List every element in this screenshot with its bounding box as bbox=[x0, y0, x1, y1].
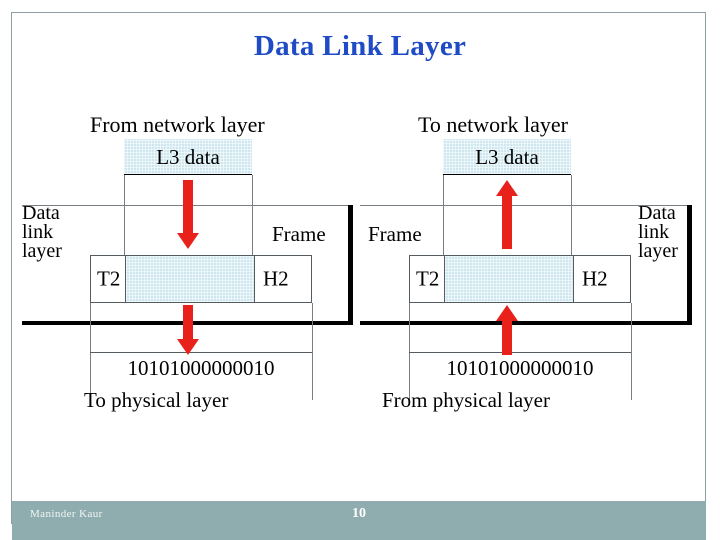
left-layer-bracket-vertical bbox=[348, 205, 353, 325]
footer-author: Maninder Kaur bbox=[30, 508, 103, 520]
left-lower-guide-left bbox=[90, 303, 91, 400]
left-trailer-tag: T2 bbox=[97, 266, 121, 291]
right-frame-label: Frame bbox=[368, 222, 422, 246]
footer-bar bbox=[12, 501, 706, 540]
right-guide-left bbox=[443, 175, 444, 261]
left-arrow-down-upper bbox=[177, 180, 199, 249]
page-number: 10 bbox=[352, 506, 366, 521]
right-bottom-caption: From physical layer bbox=[382, 388, 550, 412]
left-top-caption: From network layer bbox=[90, 112, 265, 137]
right-arrow-up-lower bbox=[496, 305, 518, 355]
right-frame-payload bbox=[444, 256, 574, 302]
right-layer-bracket-bottom bbox=[360, 321, 692, 325]
left-bottom-caption: To physical layer bbox=[84, 388, 229, 412]
left-bit-string: 10101000000010 bbox=[90, 352, 312, 384]
left-layer-label: Data link layer bbox=[22, 202, 62, 262]
left-frame-payload bbox=[125, 256, 255, 302]
left-guide-left bbox=[124, 175, 125, 261]
left-arrow-down-lower bbox=[177, 305, 199, 355]
sending-side-diagram: From network layer L3 data Data link lay… bbox=[12, 100, 362, 430]
right-layer-bracket-vertical bbox=[687, 205, 692, 325]
left-header-tag: H2 bbox=[263, 266, 289, 291]
right-guide-right bbox=[571, 175, 572, 261]
left-guide-right bbox=[252, 175, 253, 261]
right-lower-guide-right bbox=[631, 303, 632, 400]
left-frame-label: Frame bbox=[272, 222, 326, 246]
left-l3-data-box: L3 data bbox=[124, 139, 252, 175]
right-arrow-up-upper bbox=[496, 180, 518, 249]
right-bit-string: 10101000000010 bbox=[409, 352, 631, 384]
right-frame-row: T2 H2 bbox=[409, 255, 631, 303]
right-lower-guide-left bbox=[409, 303, 410, 400]
page-title: Data Link Layer bbox=[253, 30, 467, 62]
right-trailer-tag: T2 bbox=[416, 266, 440, 291]
left-lower-guide-right bbox=[312, 303, 313, 400]
right-header-tag: H2 bbox=[582, 266, 608, 291]
receiving-side-diagram: To network layer L3 data Frame Data link… bbox=[360, 100, 710, 430]
right-l3-data-box: L3 data bbox=[443, 139, 571, 175]
right-layer-label: Data link layer bbox=[638, 202, 678, 262]
left-frame-row: T2 H2 bbox=[90, 255, 312, 303]
right-top-caption: To network layer bbox=[418, 112, 568, 137]
right-layer-top-rule bbox=[360, 205, 690, 206]
